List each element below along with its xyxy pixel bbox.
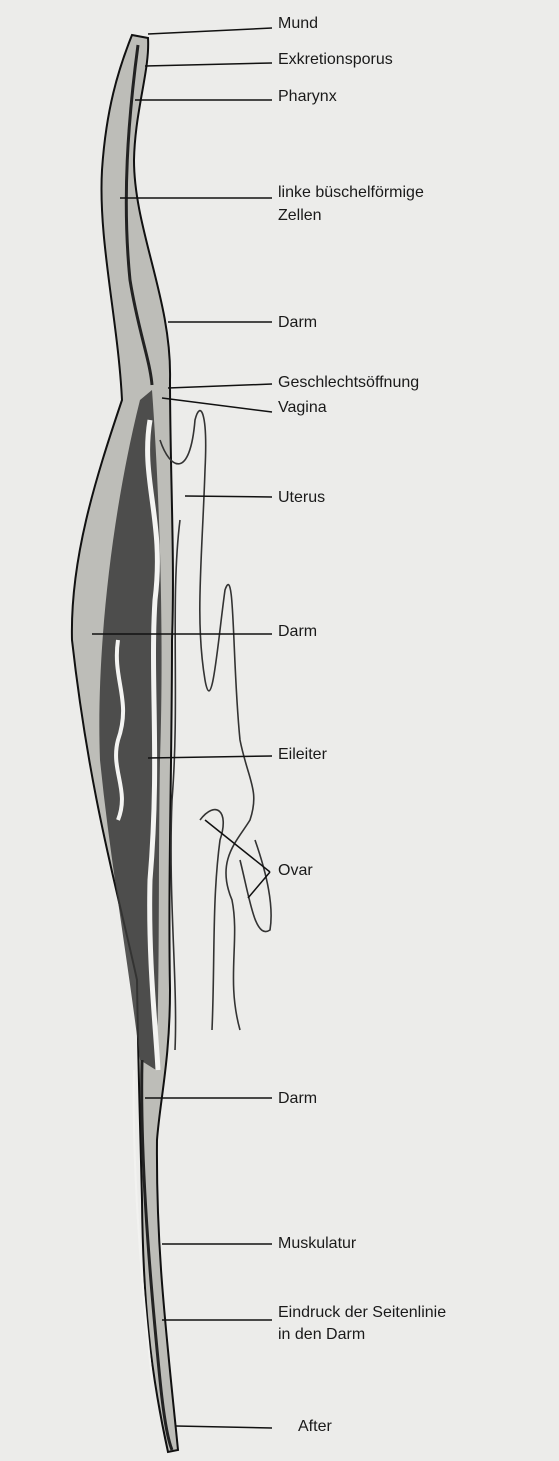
label-darm-3: Darm: [278, 1089, 317, 1108]
label-after: After: [298, 1417, 332, 1436]
ovary-loops: [160, 411, 271, 1050]
label-linke-zellen-line2: Zellen: [278, 206, 322, 225]
label-darm-1: Darm: [278, 313, 317, 332]
label-seitenlinie-line1: Eindruck der Seitenlinie: [278, 1303, 446, 1322]
label-exkretionsporus: Exkretionsporus: [278, 50, 393, 69]
label-eileiter: Eileiter: [278, 745, 327, 764]
label-pharynx: Pharynx: [278, 87, 337, 106]
label-mund: Mund: [278, 14, 318, 33]
label-darm-2: Darm: [278, 622, 317, 641]
label-muskulatur: Muskulatur: [278, 1234, 356, 1253]
label-ovar: Ovar: [278, 861, 313, 880]
label-vagina: Vagina: [278, 398, 327, 417]
label-uterus: Uterus: [278, 488, 325, 507]
label-linke-zellen-line1: linke büschelförmige: [278, 183, 424, 202]
label-seitenlinie-line2: in den Darm: [278, 1325, 365, 1344]
label-geschlechtsoeffnung: Geschlechtsöffnung: [278, 373, 419, 392]
